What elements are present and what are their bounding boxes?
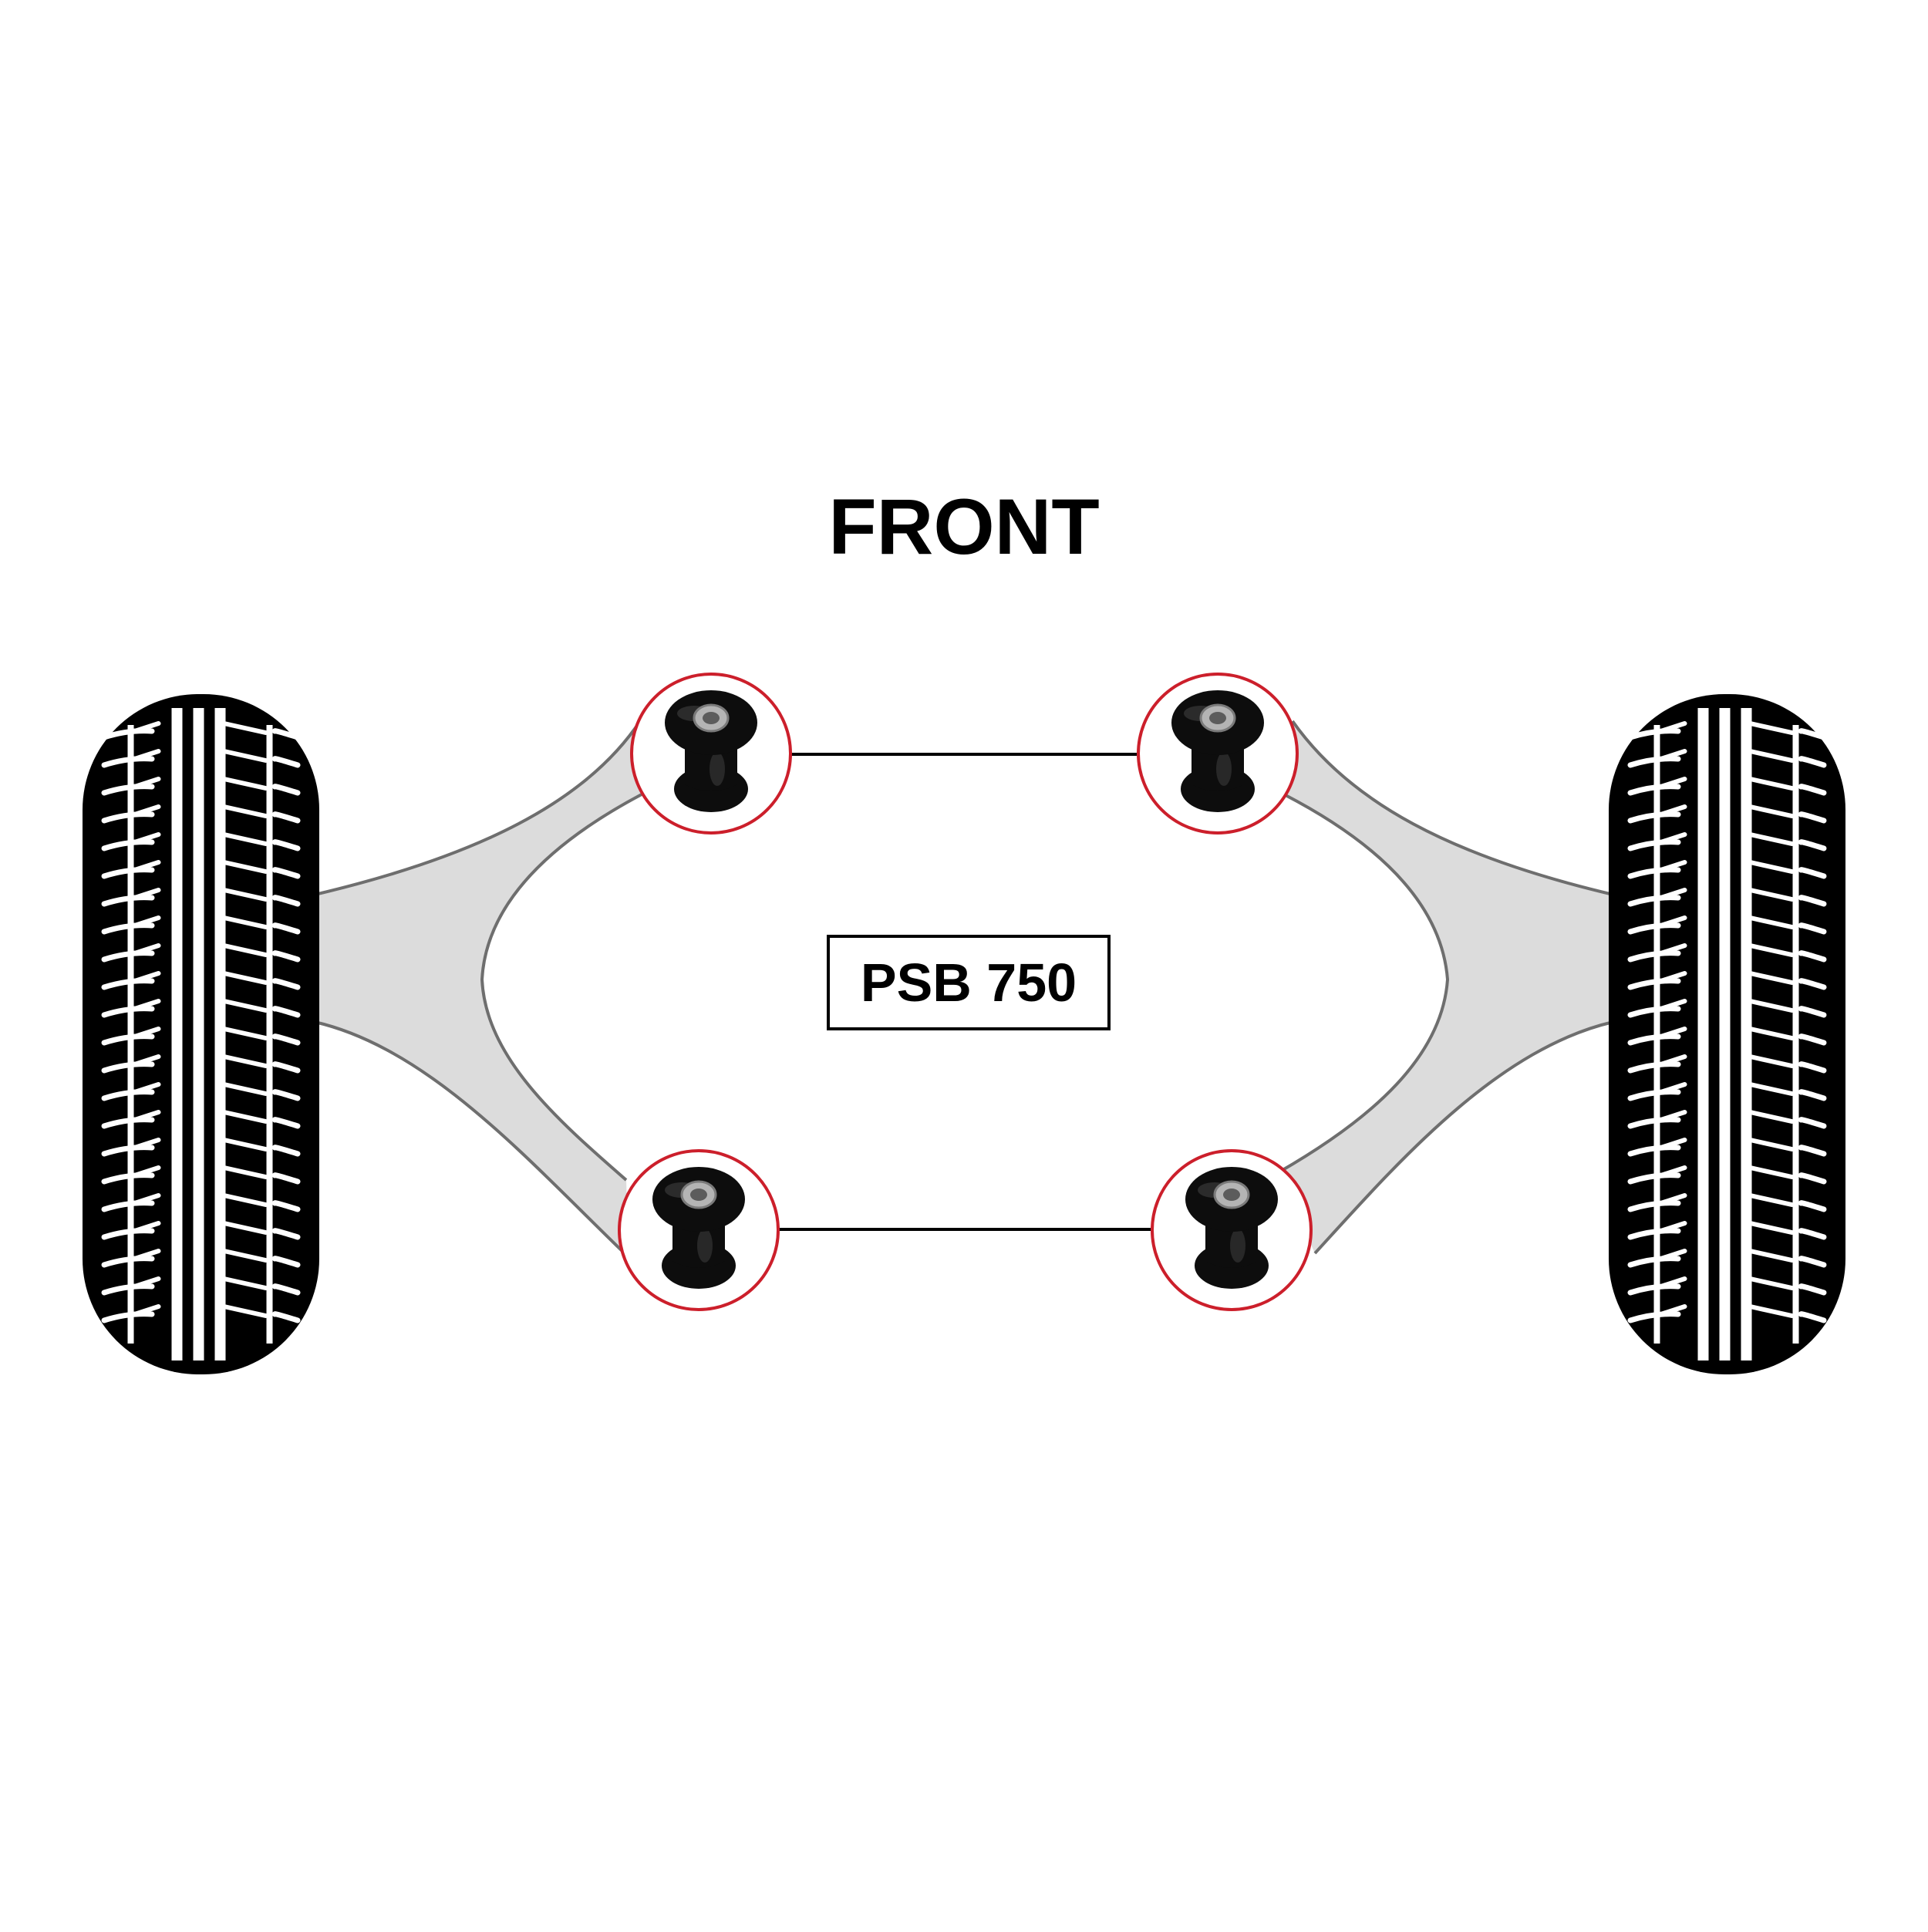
bushing-icon (665, 690, 757, 812)
left-arm-outline-bottom (314, 1020, 630, 1259)
tread-groove (1719, 708, 1731, 1360)
right-wishbone-arm (1279, 721, 1613, 1253)
left-wishbone-arm (315, 721, 642, 1257)
tread-groove (1697, 708, 1709, 1360)
right-arm-outline-bottom (1313, 1020, 1614, 1255)
tread-groove (1653, 725, 1660, 1344)
tread-groove (127, 725, 134, 1344)
bushing-icon (1185, 1167, 1278, 1289)
bushing-icon (1171, 690, 1264, 812)
tread-groove (193, 708, 204, 1360)
left-arm-outline-inner (480, 793, 642, 1182)
part-number-label: PSB 750 (827, 935, 1111, 1030)
bushing-icon (652, 1167, 745, 1289)
right-arm-outline-top (1291, 720, 1614, 896)
bushing-rear-left (618, 1149, 780, 1311)
right-arm-outline-inner (1278, 793, 1450, 1174)
tyre-icon (83, 694, 319, 1374)
left-arm-outline-top (314, 720, 642, 896)
bushing-front-right (1137, 673, 1299, 835)
tread-sipes (1627, 721, 1827, 1323)
front-heading: FRONT (828, 483, 1100, 571)
tread-groove (266, 725, 273, 1344)
tyre-icon (1609, 694, 1845, 1374)
bushing-front-left (630, 673, 792, 835)
tread-sipes (101, 721, 301, 1323)
tread-groove (1792, 725, 1799, 1344)
tread-groove (171, 708, 183, 1360)
bushing-rear-right (1151, 1149, 1313, 1311)
